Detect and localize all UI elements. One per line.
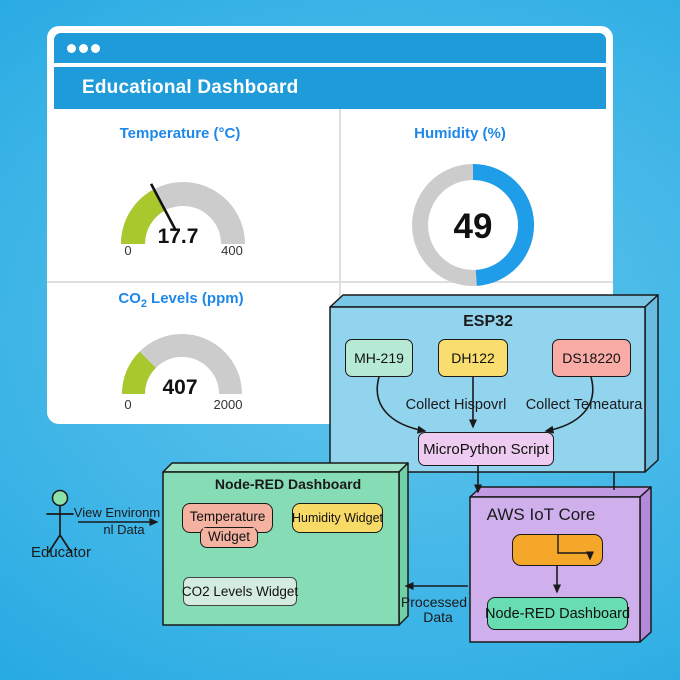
processed-data-label-line1: Processed <box>400 594 468 610</box>
aws-nodered-dashboard-label: Node-RED Dashboard <box>484 605 631 622</box>
sensor-chip-mh219: MH-219 <box>345 339 413 377</box>
processed-data-label-line2: Data <box>423 609 453 625</box>
window-chrome-bar <box>54 33 606 63</box>
nodered-box-top-face <box>162 462 409 473</box>
esp32-title: ESP32 <box>463 313 513 330</box>
panel-divider-horizontal <box>47 281 613 283</box>
micropython-script-label: MicroPython Script <box>423 440 549 458</box>
humidity-panel-title: Humidity (%) <box>414 125 506 142</box>
aws-rule-icon <box>512 534 603 566</box>
titlebar: Educational Dashboard <box>54 67 606 109</box>
co2-widget: CO2 Levels Widget <box>181 577 299 606</box>
window-dot[interactable] <box>67 43 76 53</box>
collect-right-label: Collect Temeatura <box>525 397 643 413</box>
educator-figure <box>46 489 74 553</box>
educator-label: Educator <box>30 544 92 561</box>
sensor-chip-dh122-label: DH122 <box>451 350 495 366</box>
co2-gauge: 407 0 2000 <box>122 334 243 412</box>
humidity-widget: Humidity Widget <box>292 503 383 533</box>
window-dot[interactable] <box>79 43 88 53</box>
educator-head <box>51 489 69 507</box>
temperature-gauge: 17.7 0 400 <box>120 182 245 258</box>
esp32-box-right-face <box>644 294 659 473</box>
humidity-widget-label: Humidity Widget <box>292 511 383 525</box>
temperature-value: 17.7 <box>158 225 199 248</box>
temperature-widget-seam <box>203 528 255 534</box>
sensor-chip-dh122: DH122 <box>438 339 508 377</box>
page-title: Educational Dashboard <box>82 77 299 98</box>
nodered-title: Node-RED Dashboard <box>214 476 362 492</box>
humidity-donut-fill <box>472 164 535 286</box>
micropython-script-chip: MicroPython Script <box>418 432 554 466</box>
sensor-chip-mh219-label: MH-219 <box>354 350 404 366</box>
humidity-donut-track <box>412 164 477 286</box>
temperature-widget: Temperature Widget <box>182 503 295 549</box>
view-data-label-line1: View Environm <box>73 505 161 520</box>
temperature-gauge-fill <box>120 189 166 245</box>
co2-max-tick: 2000 <box>214 397 243 412</box>
aws-box-top-face <box>469 486 652 498</box>
temperature-widget-label-line2: Widget <box>207 529 251 544</box>
co2-value: 407 <box>162 376 197 399</box>
esp32-box-top-face <box>329 294 659 308</box>
sensor-chip-ds18220: DS18220 <box>552 339 631 377</box>
sensor-chip-ds18220-label: DS18220 <box>562 350 621 366</box>
window-dot[interactable] <box>91 43 100 53</box>
co2-min-tick: 0 <box>124 397 131 412</box>
co2-gauge-fill <box>122 351 157 395</box>
panel-divider-vertical <box>339 109 341 424</box>
aws-nodered-dashboard-chip: Node-RED Dashboard <box>484 597 631 630</box>
temperature-widget-label-line1: Temperature <box>189 509 266 524</box>
humidity-value: 49 <box>454 207 493 246</box>
aws-box-right-face <box>639 486 652 643</box>
co2-widget-label: CO2 Levels Widget <box>181 584 299 599</box>
temperature-max-tick: 400 <box>221 243 243 258</box>
temperature-min-tick: 0 <box>124 243 131 258</box>
collect-left-label: Collect Hispovrl <box>405 397 507 413</box>
view-data-label-line2: nl Data <box>103 522 145 537</box>
temperature-gauge-needle <box>149 183 178 232</box>
temperature-panel-title: Temperature (°C) <box>119 125 241 142</box>
educator-body <box>46 505 74 553</box>
humidity-donut: 49 <box>412 164 535 286</box>
aws-title: AWS IoT Core <box>486 505 596 524</box>
